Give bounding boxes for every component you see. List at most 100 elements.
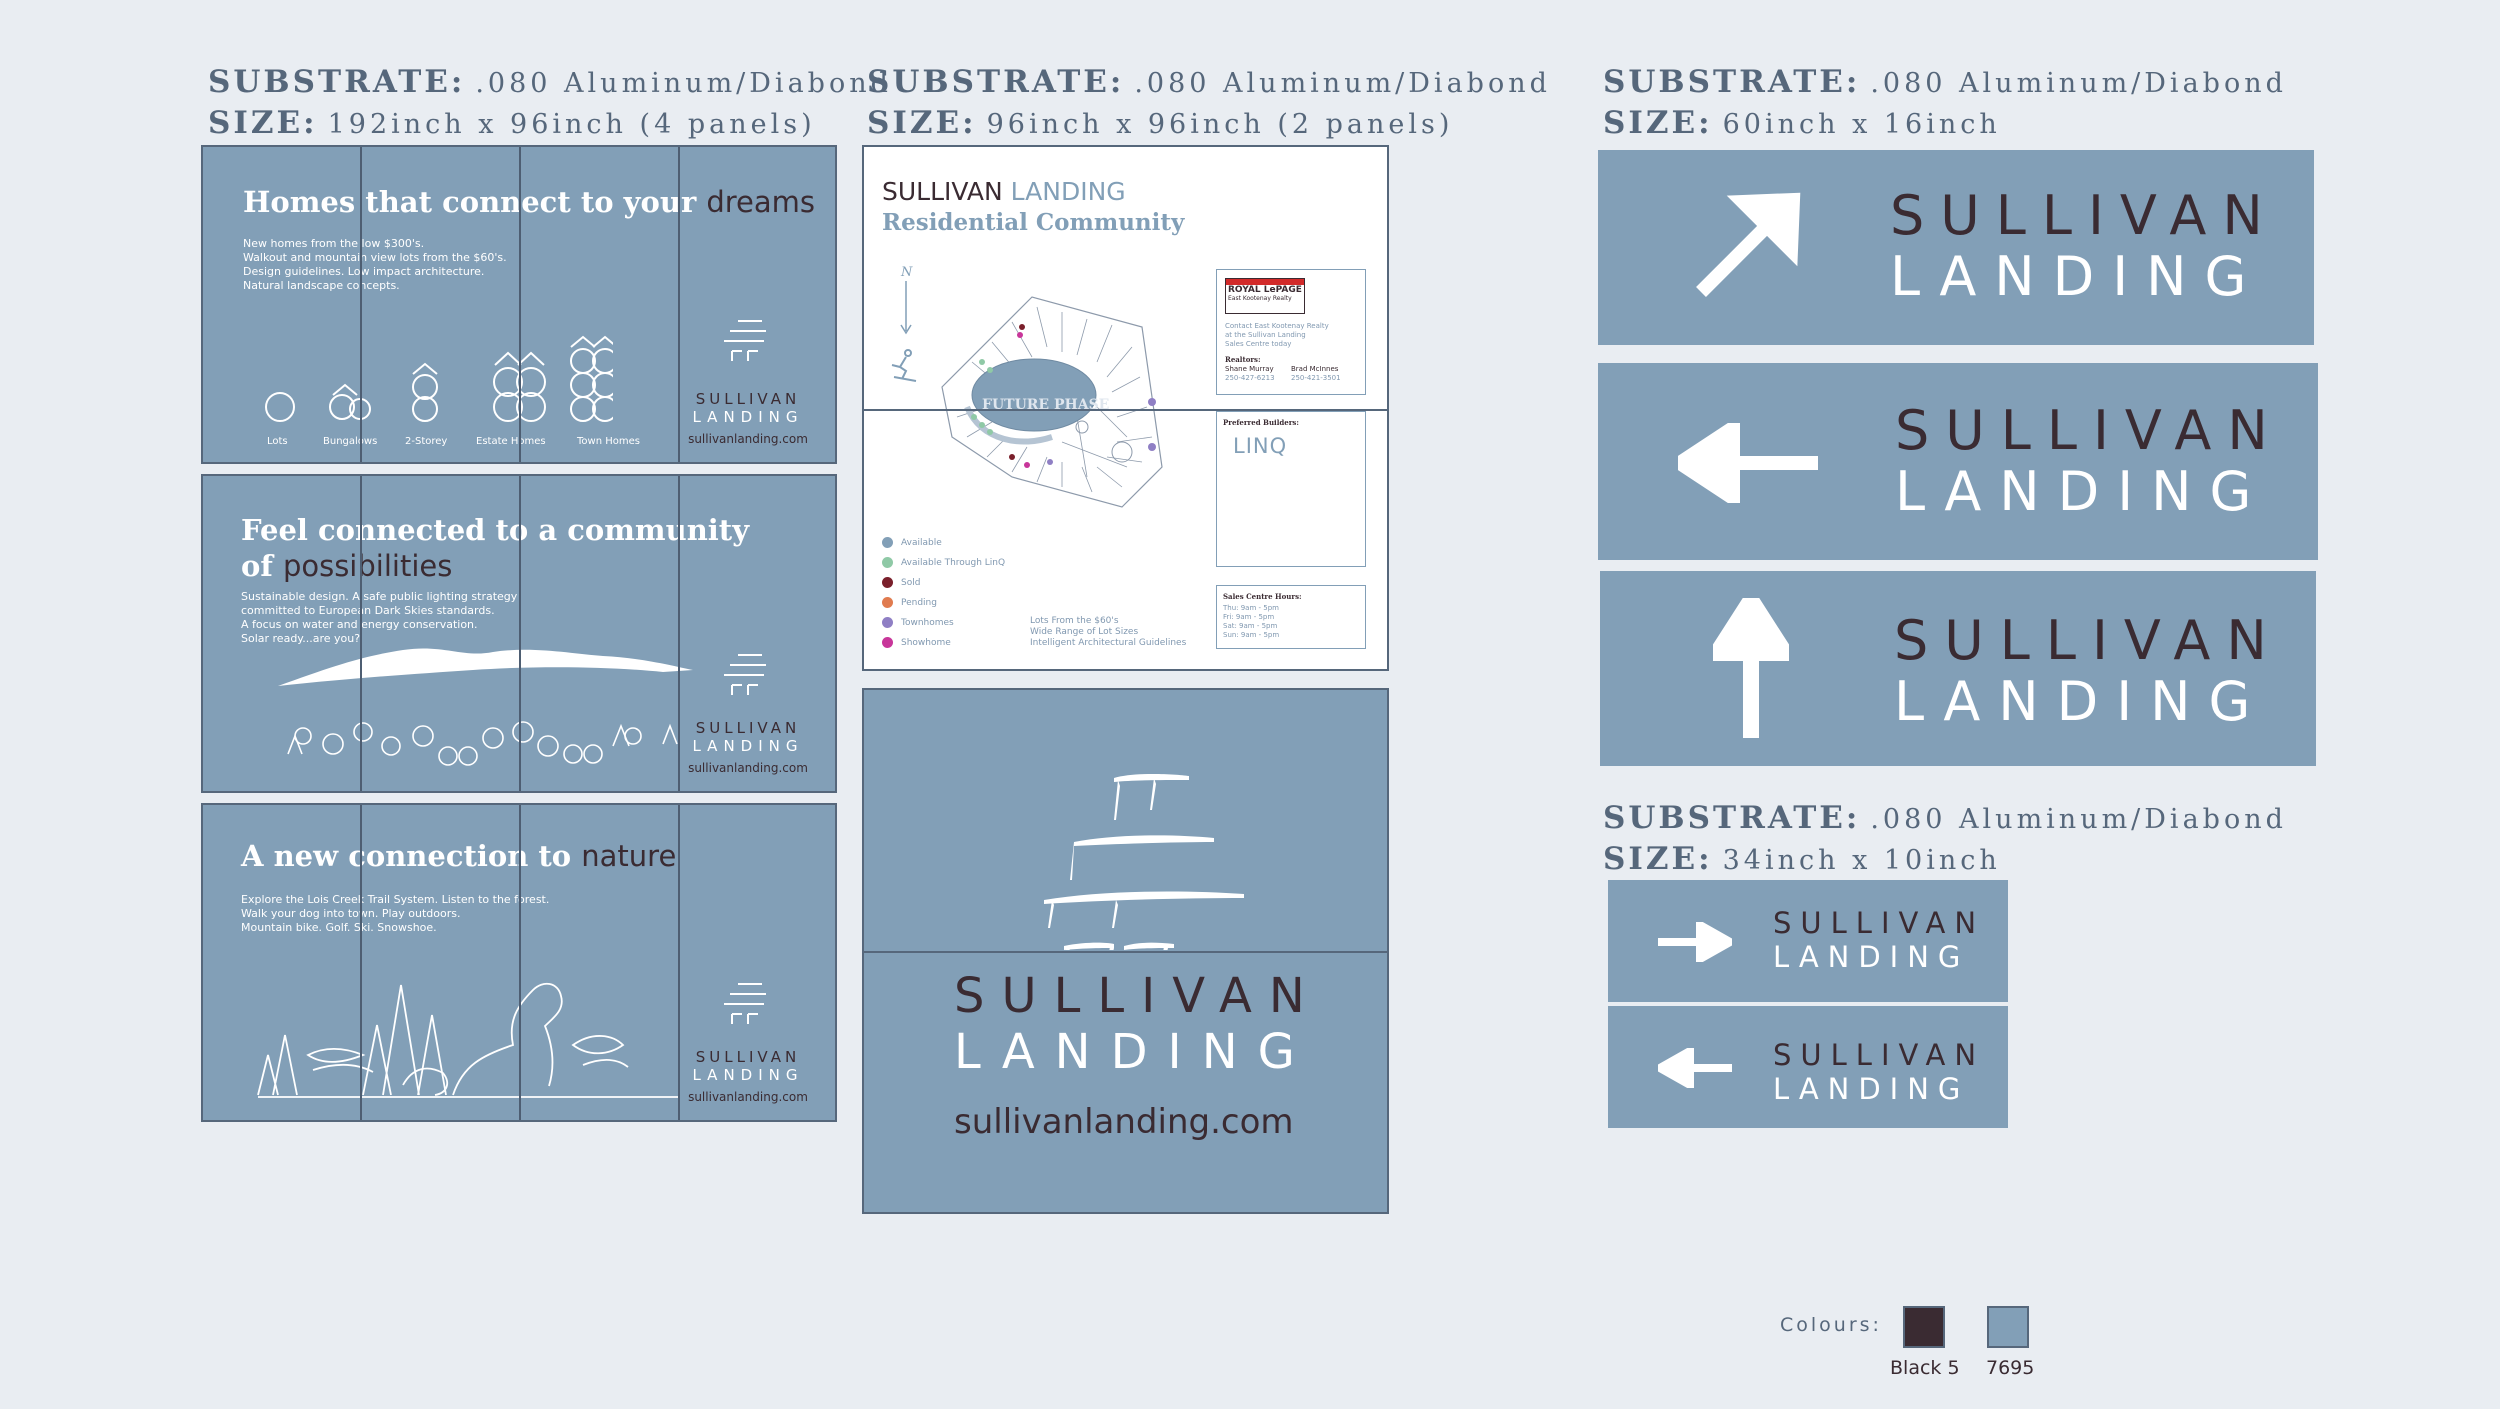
directional-sign-left: SULLIVAN LANDING xyxy=(1598,363,2318,560)
home-label-bungalows: Bungalows xyxy=(323,436,378,447)
royal-lepage-logo: ROYAL LePAGE East Kootenay Realty xyxy=(1225,278,1305,314)
legend-swatch xyxy=(882,537,893,548)
panel-seam xyxy=(360,476,362,791)
legend-item: Showhome xyxy=(882,637,951,648)
home-label-estate: Estate Homes xyxy=(476,436,546,447)
sign-word-sullivan: SULLIVAN xyxy=(1894,609,2283,672)
panel-seam xyxy=(519,147,521,462)
sign-word-sullivan: SULLIVAN xyxy=(1773,1038,1986,1072)
billboard-copy: Sustainable design. A safe public lighti… xyxy=(241,590,518,645)
panel-seam xyxy=(678,476,680,791)
spec-large-signs: SUBSTRATE:.080 Aluminum/Diabond SIZE:60i… xyxy=(1603,64,2287,146)
sign-word-sullivan: SULLIVAN xyxy=(1773,906,1986,940)
legend-item: Available xyxy=(882,537,942,548)
home-label-lots: Lots xyxy=(267,436,288,447)
sign-word-sullivan: SULLIVAN xyxy=(1895,399,2284,462)
legend-swatch xyxy=(882,617,893,628)
logo-board-seam xyxy=(864,951,1387,953)
panel-seam xyxy=(360,147,362,462)
small-sign-left: SULLIVAN LANDING xyxy=(1608,1006,2008,1128)
map-board-subtitle: Residential Community xyxy=(882,209,1185,236)
home-label-2-storey: 2-Storey xyxy=(405,436,448,447)
logo-word-landing: LANDING xyxy=(954,1024,1315,1080)
legend-swatch xyxy=(882,597,893,608)
builders-label: Preferred Builders: xyxy=(1223,418,1299,427)
substrate-value: .080 Aluminum/Diabond xyxy=(475,68,892,99)
legend-item: Townhomes xyxy=(882,617,954,628)
swatch-7695-label: 7695 xyxy=(1986,1357,2035,1379)
trail-runner-illustration xyxy=(257,982,678,1098)
sign-word-landing: LANDING xyxy=(1890,245,2265,308)
arrow-left-icon xyxy=(1678,423,1818,503)
brand-mark-icon xyxy=(724,983,766,1024)
size-value: 60inch x 16inch xyxy=(1722,109,2001,140)
palette-label: Colours: xyxy=(1780,1314,1882,1336)
sign-word-landing: LANDING xyxy=(1894,670,2269,733)
substrate-label: SUBSTRATE: xyxy=(1603,64,1861,100)
arrow-up-icon xyxy=(1713,598,1789,738)
small-sign-right: SULLIVAN LANDING xyxy=(1608,880,2008,1002)
realtor-contact: Contact East Kootenay Realty at the Sull… xyxy=(1225,322,1329,348)
panel-seam xyxy=(678,805,680,1120)
legend-swatch xyxy=(882,637,893,648)
spec-small-signs: SUBSTRATE: .080 Aluminum/Diabond SIZE: 34i… xyxy=(1603,800,2287,882)
legend-item: Sold xyxy=(882,577,920,588)
legend-item: Pending xyxy=(882,597,937,608)
logo-word-sullivan: SULLIVAN xyxy=(954,968,1322,1024)
substrate-value: .080 Aluminum/Diabond xyxy=(1870,804,2287,835)
legend-swatch xyxy=(882,577,893,588)
north-arrow-icon xyxy=(900,281,912,335)
brand-mark-icon xyxy=(724,654,766,695)
hours-list: Thu: 9am - 5pm Fri: 9am - 5pm Sat: 9am -… xyxy=(1223,604,1280,639)
substrate-value: .080 Aluminum/Diabond xyxy=(1870,68,2287,99)
size-value: 96inch x 96inch (2 panels) xyxy=(986,109,1454,140)
legend-item: Available Through LinQ xyxy=(882,557,1005,568)
map-board-brand: SULLIVAN LANDING xyxy=(882,177,1126,206)
hours-box: Sales Centre Hours: Thu: 9am - 5pm Fri: … xyxy=(1216,585,1366,649)
sign-word-sullivan: SULLIVAN xyxy=(1890,184,2279,247)
site-map-board: SULLIVAN LANDING Residential Community N… xyxy=(862,145,1389,671)
directional-sign-up: SULLIVAN LANDING xyxy=(1600,571,2316,766)
size-value: 34inch x 10inch xyxy=(1722,845,2001,876)
size-label: SIZE: xyxy=(208,105,318,141)
directional-sign-up-right: SULLIVAN LANDING xyxy=(1598,150,2314,345)
billboard-copy: New homes from the low $300's. Walkout a… xyxy=(243,237,507,292)
brand-mark-icon xyxy=(724,320,766,361)
swatch-black-5 xyxy=(1903,1306,1945,1348)
feature-bullets: Lots From the $60's Wide Range of Lot Si… xyxy=(1030,616,1187,648)
billboard-title: Feel connected to a community of possibi… xyxy=(241,513,750,583)
substrate-label: SUBSTRATE: xyxy=(867,64,1125,100)
substrate-label: SUBSTRATE: xyxy=(208,64,466,100)
north-label: N xyxy=(901,265,913,280)
realtors-label: Realtors: xyxy=(1225,355,1261,364)
billboard-title: Homes that connect to your dreams xyxy=(243,185,816,219)
linq-logo: LINQ xyxy=(1233,434,1288,458)
billboard-dreams: Homes that connect to your dreams New ho… xyxy=(201,145,837,464)
size-value: 192inch x 96inch (4 panels) xyxy=(327,109,816,140)
hours-label: Sales Centre Hours: xyxy=(1223,592,1302,601)
size-label: SIZE: xyxy=(1603,841,1713,877)
substrate-label: SUBSTRATE: xyxy=(1603,800,1861,836)
map-board-seam xyxy=(864,409,1387,411)
spec-billboard: SUBSTRATE: .080 Aluminum/Diabond SIZE: 192… xyxy=(208,64,892,146)
arrow-right-icon xyxy=(1658,922,1732,962)
builders-box: Preferred Builders: LINQ xyxy=(1216,411,1366,567)
panel-seam xyxy=(360,805,362,1120)
logo-board: SULLIVAN LANDING sullivanlanding.com xyxy=(862,688,1389,1214)
legend-swatch xyxy=(882,557,893,568)
home-label-town: Town Homes xyxy=(577,436,640,447)
arrow-up-right-icon xyxy=(1696,192,1801,297)
billboard-possibilities: Feel connected to a community of possibi… xyxy=(201,474,837,793)
sign-word-landing: LANDING xyxy=(1773,940,1970,974)
home-types-illustration xyxy=(265,335,613,422)
panel-seam xyxy=(519,476,521,791)
sign-word-landing: LANDING xyxy=(1773,1072,1970,1106)
skier-icon xyxy=(891,349,917,382)
panel-seam xyxy=(678,147,680,462)
subdivision-lot-map xyxy=(941,296,1163,508)
billboard-nature: A new connection to nature Explore the L… xyxy=(201,803,837,1122)
